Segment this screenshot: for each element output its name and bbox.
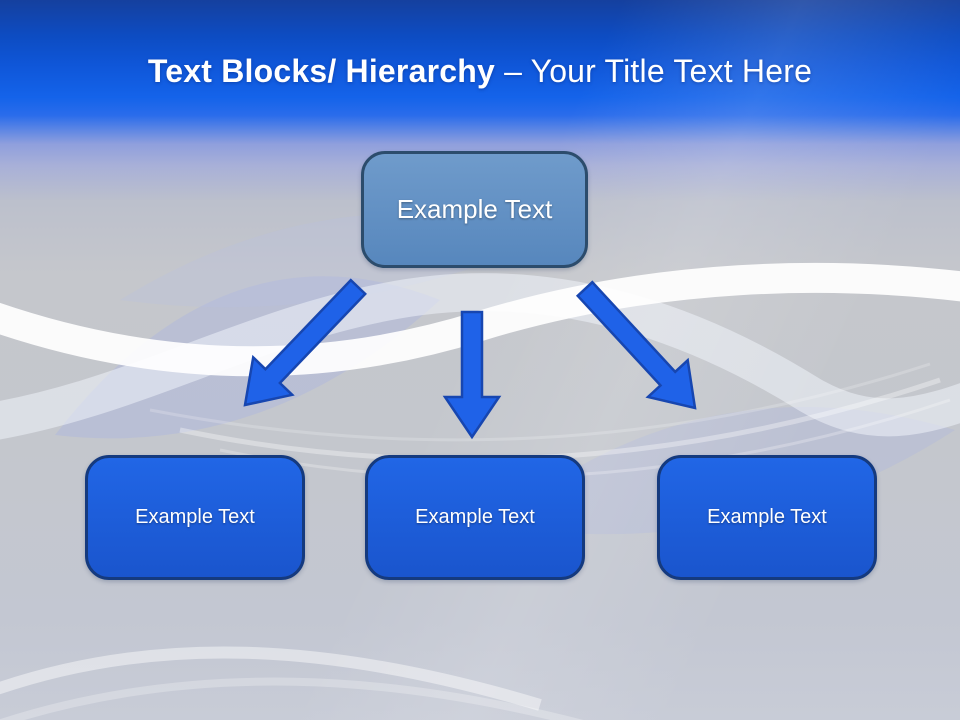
connector-arrow-2[interactable]	[442, 310, 502, 440]
connector-arrow-3[interactable]	[575, 280, 697, 410]
child-text-block-3-label: Example Text	[707, 506, 827, 528]
slide-title[interactable]: Text Blocks/ Hierarchy – Your Title Text…	[0, 53, 960, 90]
root-text-block-label: Example Text	[396, 194, 553, 224]
child-text-block-1-label: Example Text	[135, 506, 255, 528]
title-regular-text: – Your Title Text Here	[494, 53, 813, 89]
child-text-block-3[interactable]: Example Text	[657, 455, 877, 580]
wave-bottom-1	[0, 646, 542, 711]
root-text-block[interactable]: Example Text	[361, 151, 588, 268]
child-text-block-2-label: Example Text	[415, 506, 535, 528]
child-text-block-2[interactable]: Example Text	[365, 455, 585, 580]
wave-line-3	[149, 362, 931, 442]
wave-bottom-2	[0, 677, 584, 720]
connector-arrow-1[interactable]	[243, 278, 367, 407]
title-bold-text: Text Blocks/ Hierarchy	[147, 53, 495, 89]
child-text-block-1[interactable]: Example Text	[85, 455, 305, 580]
